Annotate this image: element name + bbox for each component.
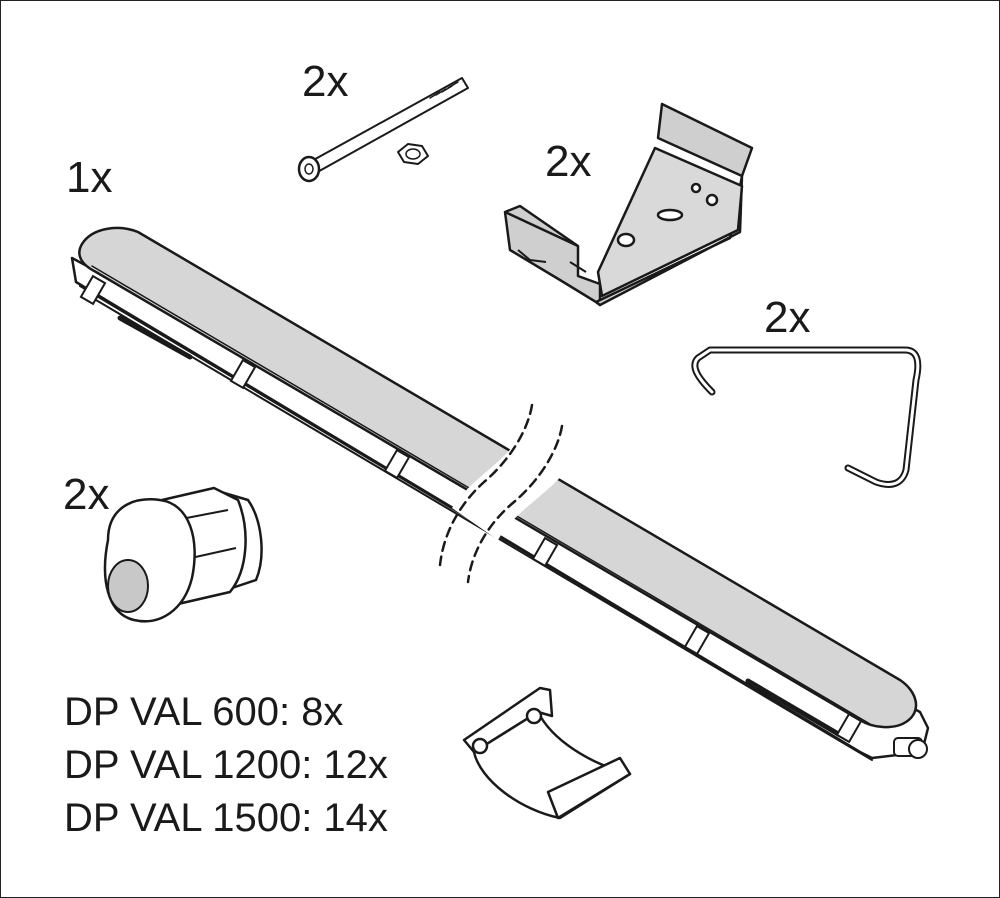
- wire-hook-inner: [693, 348, 920, 486]
- retaining-clip: [462, 686, 632, 820]
- bolt-nut-quantity-label: 2x: [302, 57, 349, 106]
- wire-hook: [691, 346, 922, 488]
- bolt-nut: [297, 77, 469, 183]
- luminaire-body: [70, 226, 930, 761]
- wire-hook-quantity-label: 2x: [764, 293, 811, 342]
- clip-count-dpval600: DP VAL 600: 8x: [64, 690, 344, 734]
- cable-gland: [103, 486, 263, 623]
- mounting-bracket: [503, 102, 754, 307]
- luminaire-end-gland: [893, 737, 928, 759]
- luminaire-clips: [79, 274, 863, 744]
- clip-count-dpval1500: DP VAL 1500: 14x: [64, 796, 388, 840]
- mounting-bracket-quantity-label: 2x: [545, 137, 592, 186]
- clip-count-list: DP VAL 600: 8x DP VAL 1200: 12x DP VAL 1…: [64, 686, 388, 845]
- cable-gland-quantity-label: 2x: [63, 470, 110, 519]
- luminaire-quantity-label: 1x: [66, 153, 113, 202]
- clip-count-dpval1200: DP VAL 1200: 12x: [64, 743, 388, 787]
